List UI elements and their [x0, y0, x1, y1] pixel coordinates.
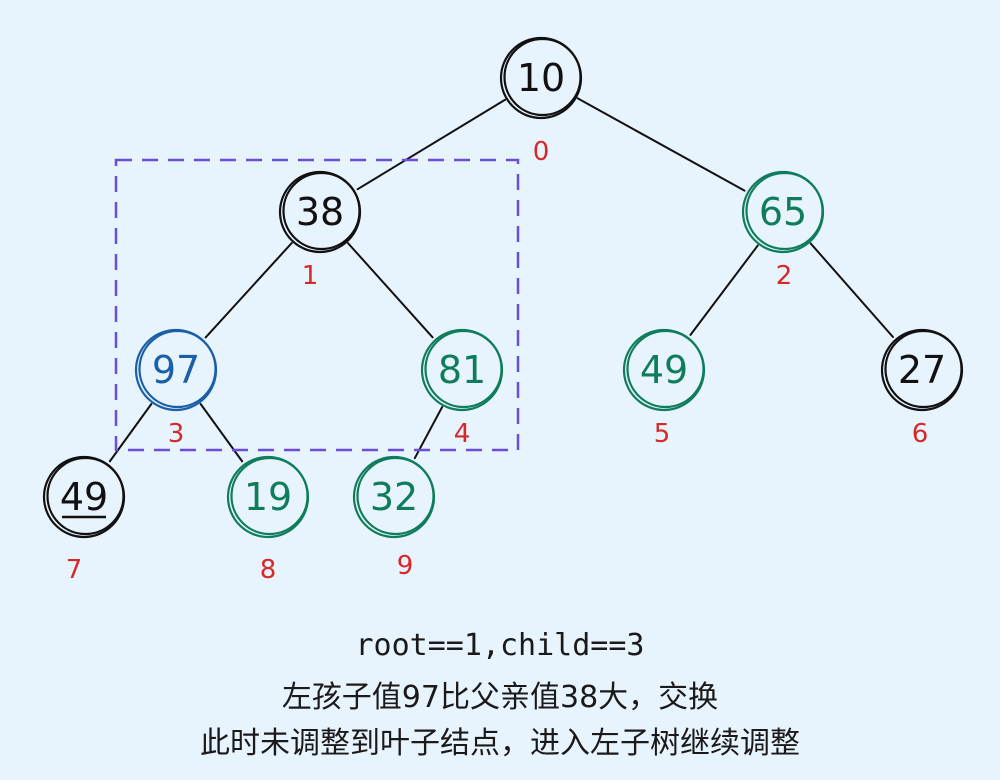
- node-circle: [626, 329, 705, 409]
- node-value: 32: [370, 475, 418, 519]
- node-value: 38: [296, 190, 344, 234]
- node-circle: [138, 329, 217, 409]
- node-value: 81: [438, 348, 486, 392]
- node-circle: [424, 329, 503, 409]
- tree-edge: [199, 403, 244, 463]
- heap-node: 10 0: [499, 36, 583, 167]
- node-index-label: 8: [260, 555, 277, 585]
- node-circle: [745, 171, 824, 251]
- heap-node: 97 3: [134, 328, 218, 449]
- node-circle: [282, 171, 361, 251]
- heap-node: 49 5: [622, 328, 706, 449]
- node-value: 65: [759, 190, 807, 234]
- caption-line-1: 左孩子值97比父亲值38大，交换: [281, 680, 719, 715]
- node-index-label: 3: [168, 419, 185, 449]
- node-circle: [503, 37, 582, 117]
- subtree-highlight-box: [114, 158, 520, 452]
- node-value: 10: [517, 56, 565, 100]
- tree-edge: [347, 242, 434, 339]
- heap-node: 38 1: [278, 170, 362, 291]
- tree-edge: [356, 98, 507, 191]
- tree-edge: [809, 242, 894, 338]
- node-value: 97: [152, 348, 200, 392]
- node-value: 27: [898, 348, 946, 392]
- caption-code: root==1,child==3: [355, 628, 645, 663]
- heap-node: 27 6: [880, 328, 964, 449]
- tree-edge: [689, 244, 759, 336]
- node-index-label: 7: [66, 555, 83, 585]
- node-circle: [230, 456, 309, 536]
- node-index-label: 2: [776, 261, 793, 291]
- tree-edge: [108, 403, 153, 463]
- node-value: 19: [244, 475, 292, 519]
- node-circle: [884, 329, 963, 409]
- node-circle: [46, 456, 125, 536]
- tree-edge: [576, 97, 746, 192]
- heap-node: 32 9: [352, 455, 436, 581]
- heap-node: 49 7: [42, 455, 126, 585]
- node-value: 49: [640, 348, 688, 392]
- heap-node: 81 4: [420, 328, 504, 449]
- node-index-label: 4: [454, 419, 471, 449]
- node-index-label: 5: [654, 419, 671, 449]
- edges-layer: [108, 97, 894, 463]
- node-index-label: 0: [533, 137, 550, 167]
- node-index-label: 6: [912, 419, 929, 449]
- heap-node: 65 2: [741, 170, 825, 291]
- caption-line-2: 此时未调整到叶子结点，进入左子树继续调整: [200, 726, 800, 761]
- tree-edge: [204, 242, 293, 339]
- node-index-label: 1: [302, 261, 319, 291]
- heap-node: 19 8: [226, 455, 310, 585]
- node-circle: [356, 456, 435, 536]
- node-index-label: 9: [397, 551, 414, 581]
- node-value: 49: [60, 475, 108, 519]
